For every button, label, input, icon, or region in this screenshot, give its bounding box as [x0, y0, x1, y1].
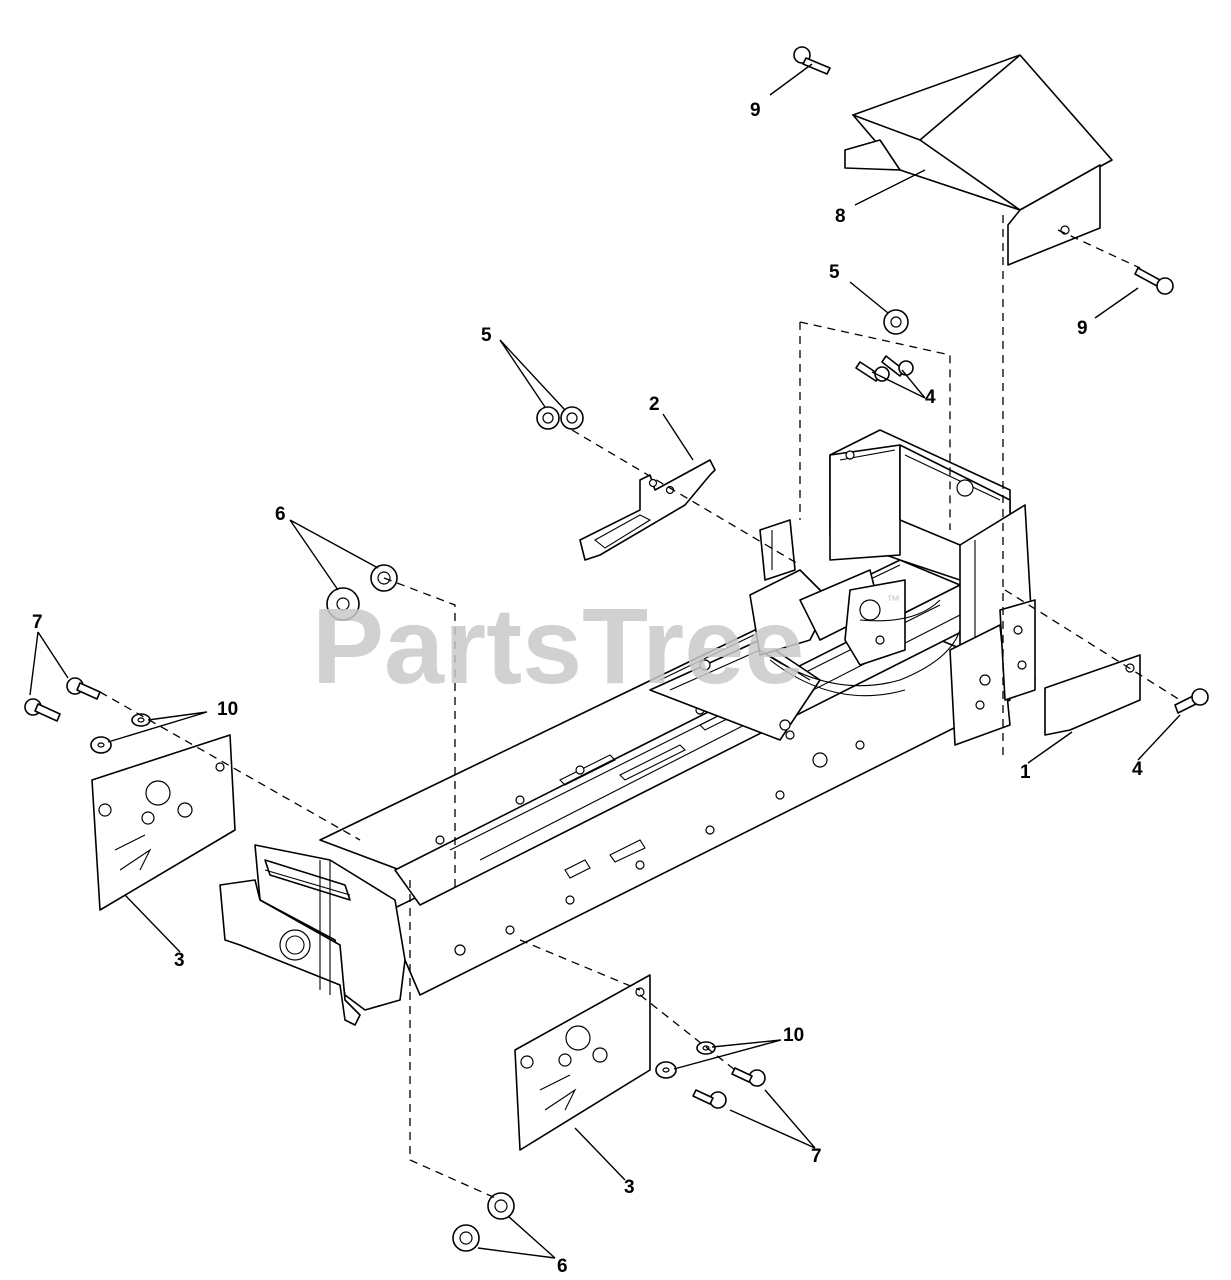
callout-4-upper: 4 — [925, 387, 936, 408]
callout-9-top: 9 — [750, 100, 761, 121]
callout-4-right: 4 — [1132, 759, 1143, 780]
part-9-screw-right — [1134, 267, 1174, 295]
callout-7-left: 7 — [32, 612, 43, 633]
alignment-lines — [99, 215, 1181, 1201]
part-1-cover-plate — [1044, 654, 1141, 736]
part-4-bolts-upper — [855, 355, 914, 382]
callout-8: 8 — [835, 206, 846, 227]
callout-5-left: 5 — [481, 325, 492, 346]
part-10-washers-left — [90, 713, 151, 754]
callout-labels: 9 8 9 5 5 4 2 6 7 10 3 1 4 10 7 3 6 — [32, 100, 1143, 1277]
part-3-right-plate — [514, 974, 651, 1151]
part-7-bolts-right — [692, 1067, 766, 1109]
callout-2: 2 — [649, 394, 660, 415]
callout-5-right: 5 — [829, 262, 840, 283]
part-8-cover — [844, 54, 1113, 266]
part-4-bolt-right — [1174, 688, 1209, 714]
part-5-nut-pair — [536, 406, 584, 430]
watermark: PartsTree ™ — [312, 585, 900, 706]
callout-7-right: 7 — [811, 1146, 822, 1167]
part-2-bracket — [579, 459, 716, 561]
part-3-left-plate — [91, 734, 236, 911]
callout-3-left: 3 — [174, 950, 185, 971]
callout-10-left: 10 — [217, 699, 238, 720]
watermark-text: PartsTree — [312, 585, 804, 706]
callout-9-right: 9 — [1077, 318, 1088, 339]
leader-lines — [29, 63, 1181, 1259]
callout-3-right: 3 — [624, 1177, 635, 1198]
main-frame — [219, 429, 1036, 1026]
part-10-washers-right — [655, 1041, 716, 1079]
part-5-nut-single — [883, 309, 909, 335]
callout-1: 1 — [1020, 762, 1031, 783]
part-9-screw-top — [793, 46, 831, 75]
part-7-bolts-left — [24, 677, 101, 722]
watermark-trademark: ™ — [886, 592, 900, 608]
callout-6-lower: 6 — [557, 1256, 568, 1277]
callout-6-upper: 6 — [275, 504, 286, 525]
callout-10-right: 10 — [783, 1025, 804, 1046]
part-6-nuts-lower — [452, 1192, 515, 1252]
